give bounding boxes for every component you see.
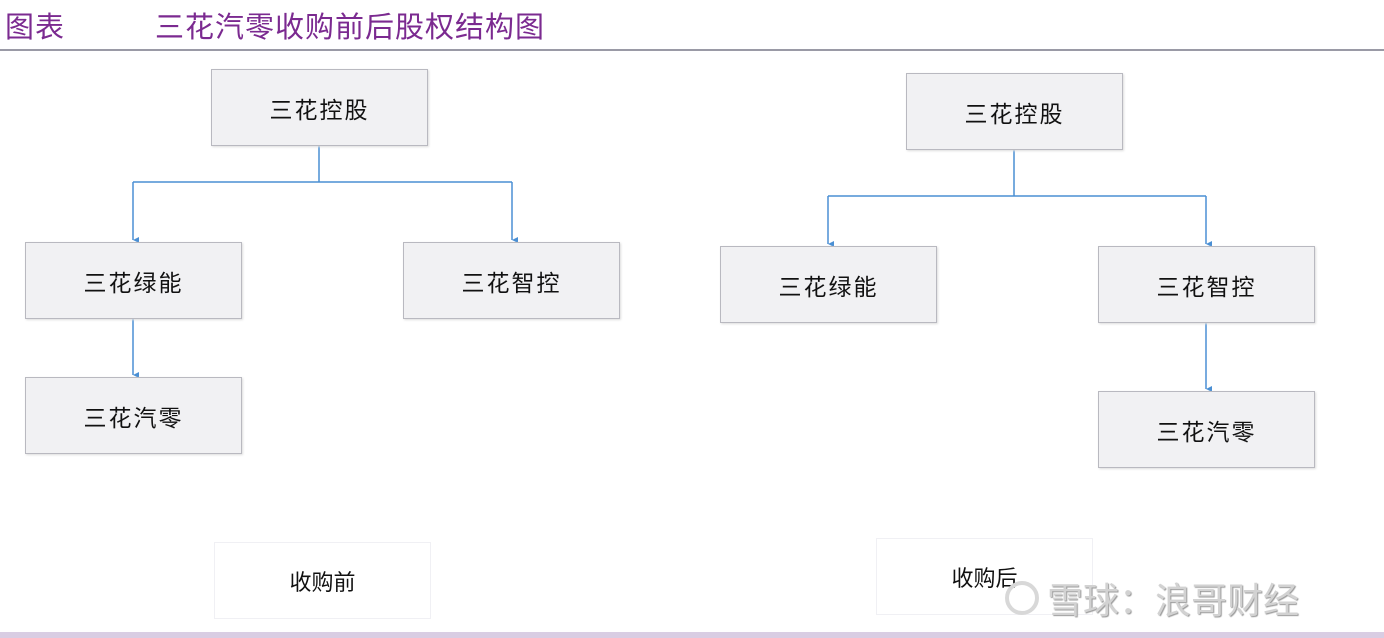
before-node-sanhua-holding: 三花控股 bbox=[211, 69, 428, 146]
bottom-border bbox=[0, 632, 1384, 638]
after-node-sanhua-green-energy: 三花绿能 bbox=[720, 246, 937, 323]
line-after-trunk bbox=[828, 150, 1206, 197]
after-node-sanhua-smart-control: 三花智控 bbox=[1098, 246, 1315, 323]
watermark-text: 雪球：浪哥财经 bbox=[1047, 581, 1300, 622]
before-node-sanhua-green-energy: 三花绿能 bbox=[25, 242, 242, 319]
header-divider bbox=[0, 49, 1384, 51]
after-node-sanhua-holding: 三花控股 bbox=[906, 73, 1123, 150]
xueqiu-logo-icon bbox=[1005, 581, 1039, 615]
figure-title: 三花汽零收购前后股权结构图 bbox=[155, 10, 546, 44]
after-node-sanhua-auto-parts: 三花汽零 bbox=[1098, 391, 1315, 468]
before-caption: 收购前 bbox=[214, 542, 431, 619]
before-node-sanhua-auto-parts: 三花汽零 bbox=[25, 377, 242, 454]
figure-label: 图表 bbox=[5, 10, 66, 44]
watermark: 雪球：浪哥财经 bbox=[1005, 572, 1299, 624]
after-caption: 收购后 bbox=[876, 538, 1093, 615]
line-before-trunk bbox=[133, 146, 512, 183]
before-node-sanhua-smart-control: 三花智控 bbox=[403, 242, 620, 319]
